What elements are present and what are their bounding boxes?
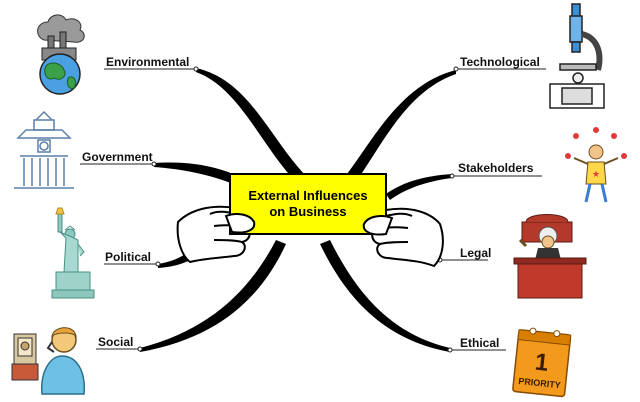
branch-stakeholders (386, 174, 452, 200)
branch-social (140, 240, 286, 352)
statue-of-liberty-icon (51, 207, 95, 299)
label-underlines (80, 66, 546, 353)
priority-word: PRIORITY (518, 376, 561, 390)
center-title: External Influences on Business (232, 176, 384, 232)
label-government: Government (82, 150, 153, 164)
branch-technological (344, 70, 456, 184)
label-stakeholders: Stakeholders (458, 161, 534, 175)
thumbs (224, 213, 394, 236)
label-environmental: Environmental (106, 55, 190, 69)
center-title-line2: on Business (269, 204, 347, 219)
label-ethical: Ethical (460, 336, 500, 350)
branch-ethical (320, 240, 450, 352)
person-phone-icon (11, 327, 85, 395)
priority-calendar-icon: 1 PRIORITY (512, 327, 572, 398)
branch-environmental (196, 68, 308, 184)
earth-factory-icon (37, 14, 85, 95)
government-building-icon (14, 110, 74, 189)
label-political: Political (105, 250, 152, 264)
label-technological: Technological (460, 55, 540, 69)
juggler-icon: ★ (565, 127, 627, 203)
microscope-icon (549, 3, 605, 109)
priority-number: 1 (534, 349, 550, 377)
judge-icon (513, 214, 587, 299)
center-card (229, 173, 387, 235)
label-legal: Legal (460, 246, 492, 260)
label-social: Social (98, 335, 134, 349)
center-title-line1: External Influences (248, 188, 368, 203)
svg-text:★: ★ (592, 170, 600, 180)
